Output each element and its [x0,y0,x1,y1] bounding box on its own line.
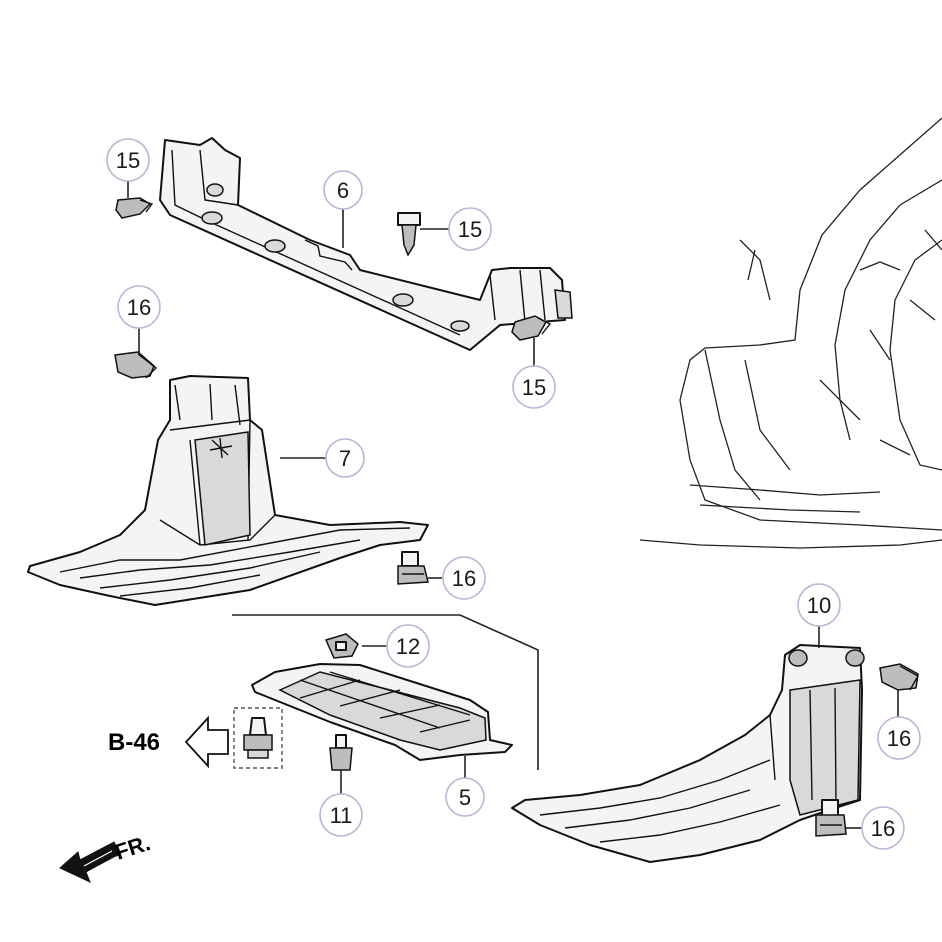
reference-b46: B-46 [108,715,229,769]
callout-11: 11 [319,793,363,837]
part-7-undercover [27,375,429,606]
callout-15a: 15 [106,138,150,182]
bolt-16a [114,351,158,379]
svg-text:16: 16 [887,726,911,751]
clip-15b [397,212,421,257]
svg-text:11: 11 [330,803,353,828]
svg-text:16: 16 [127,295,151,320]
leader-lines [127,180,899,829]
bolt-15a [115,197,154,219]
callout-15b: 15 [448,207,492,251]
svg-text:15: 15 [522,375,546,400]
svg-text:5: 5 [459,785,471,810]
callout-16d: 16 [861,806,905,850]
reference-arrow-icon [184,715,229,769]
svg-text:10: 10 [807,593,831,618]
part-6-bracket [159,137,573,351]
svg-text:7: 7 [339,446,351,471]
callout-12: 12 [386,624,430,668]
svg-text:6: 6 [337,178,349,203]
callout-10: 10 [797,583,841,627]
bolt-15c [511,315,552,341]
svg-text:15: 15 [458,217,482,242]
front-direction-indicator: FR. [59,830,153,883]
svg-text:16: 16 [871,816,895,841]
bolt-16c [879,663,919,691]
callout-16b: 16 [442,556,486,600]
group-bracket [232,614,539,770]
callout-15c: 15 [512,365,556,409]
svg-text:B-46: B-46 [108,729,160,756]
svg-text:FR.: FR. [112,830,153,865]
bolt-16b [397,551,429,585]
clip-b46 [233,707,283,769]
nut-12 [324,633,359,659]
part-10-side-undercover [511,644,865,863]
callout-5: 5 [445,777,485,817]
callout-16c: 16 [877,716,921,760]
svg-text:15: 15 [116,148,140,173]
part-5-center-cover [251,663,513,761]
vehicle-body-outline [639,117,942,549]
clip-11 [329,734,353,771]
callout-6: 6 [323,170,363,210]
callout-16a: 16 [117,285,161,329]
front-arrow-icon [59,841,121,883]
svg-text:16: 16 [452,566,476,591]
callout-7: 7 [325,438,365,478]
svg-text:12: 12 [396,634,420,659]
bolt-16d [815,799,847,837]
